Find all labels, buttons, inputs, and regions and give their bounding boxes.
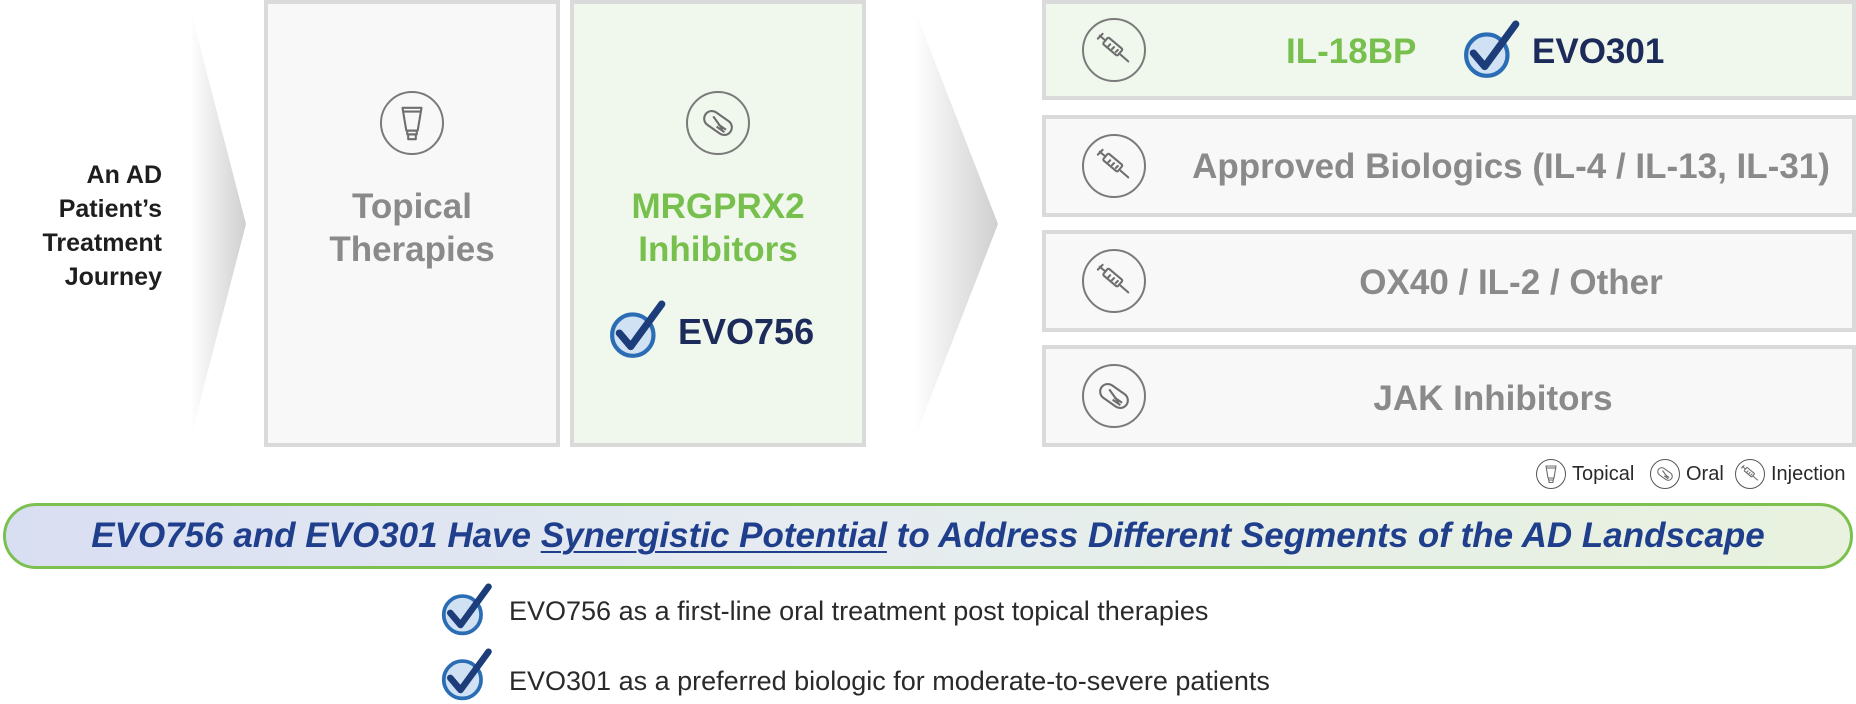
row-jak-inhibitors: JAK Inhibitors: [1042, 345, 1856, 447]
check-icon: [608, 300, 670, 362]
legend-injection: Injection: [1735, 459, 1846, 489]
approved-biologics-label: Approved Biologics (IL-4 / IL-13, IL-31): [1192, 147, 1830, 186]
oral-pill-icon: [686, 91, 750, 155]
legend-topical: Topical: [1536, 459, 1634, 489]
injection-syringe-icon: [1735, 459, 1765, 489]
il18bp-label: IL-18BP: [1286, 32, 1417, 71]
jak-inhibitors-label: JAK Inhibitors: [1373, 379, 1613, 418]
row-il18bp: IL-18BP EVO301: [1042, 0, 1856, 100]
banner-text-start: EVO756 and EVO301 Have: [91, 516, 541, 555]
oral-pill-icon: [1650, 459, 1680, 489]
injection-syringe-icon: [1082, 134, 1146, 198]
mrgprx2-inhibitors-box: MRGPRX2 Inhibitors EVO756: [570, 0, 866, 447]
legend-oral: Oral: [1650, 459, 1724, 489]
check-icon: [437, 648, 499, 704]
oral-pill-icon: [1082, 364, 1146, 428]
synergy-banner: EVO756 and EVO301 Have Synergistic Poten…: [3, 503, 1853, 569]
chevron-arrow-right: [914, 8, 998, 440]
topical-tube-icon: [1536, 459, 1566, 489]
row-ox40: OX40 / IL-2 / Other: [1042, 230, 1856, 332]
journey-line-4: Journey: [64, 263, 162, 291]
topical-therapies-box: Topical Therapies: [264, 0, 560, 447]
journey-line-1: An AD: [86, 161, 162, 189]
journey-label: An AD Patient’s Treatment Journey: [0, 158, 162, 294]
evo301-label: EVO301: [1532, 32, 1665, 71]
evo756-label: EVO756: [678, 311, 815, 352]
bullet-evo756: EVO756 as a first-line oral treatment po…: [509, 596, 1209, 626]
injection-syringe-icon: [1082, 249, 1146, 313]
banner-text-end: to Address Different Segments of the AD …: [886, 516, 1765, 555]
journey-line-2: Patient’s: [58, 195, 162, 223]
journey-line-3: Treatment: [42, 229, 162, 257]
check-icon: [1462, 20, 1524, 82]
banner-text-underlined: Synergistic Potential: [540, 516, 887, 555]
bullet-evo301: EVO301 as a preferred biologic for moder…: [509, 666, 1270, 696]
ox40-label: OX40 / IL-2 / Other: [1359, 263, 1663, 302]
mrgprx2-inhibitors-title: MRGPRX2 Inhibitors: [631, 187, 805, 269]
check-icon: [437, 583, 499, 639]
row-approved-biologics: Approved Biologics (IL-4 / IL-13, IL-31): [1042, 115, 1856, 217]
topical-therapies-title: Topical Therapies: [329, 187, 495, 269]
injection-syringe-icon: [1082, 18, 1146, 82]
chevron-arrow-left: [190, 8, 246, 440]
topical-tube-icon: [380, 91, 444, 155]
